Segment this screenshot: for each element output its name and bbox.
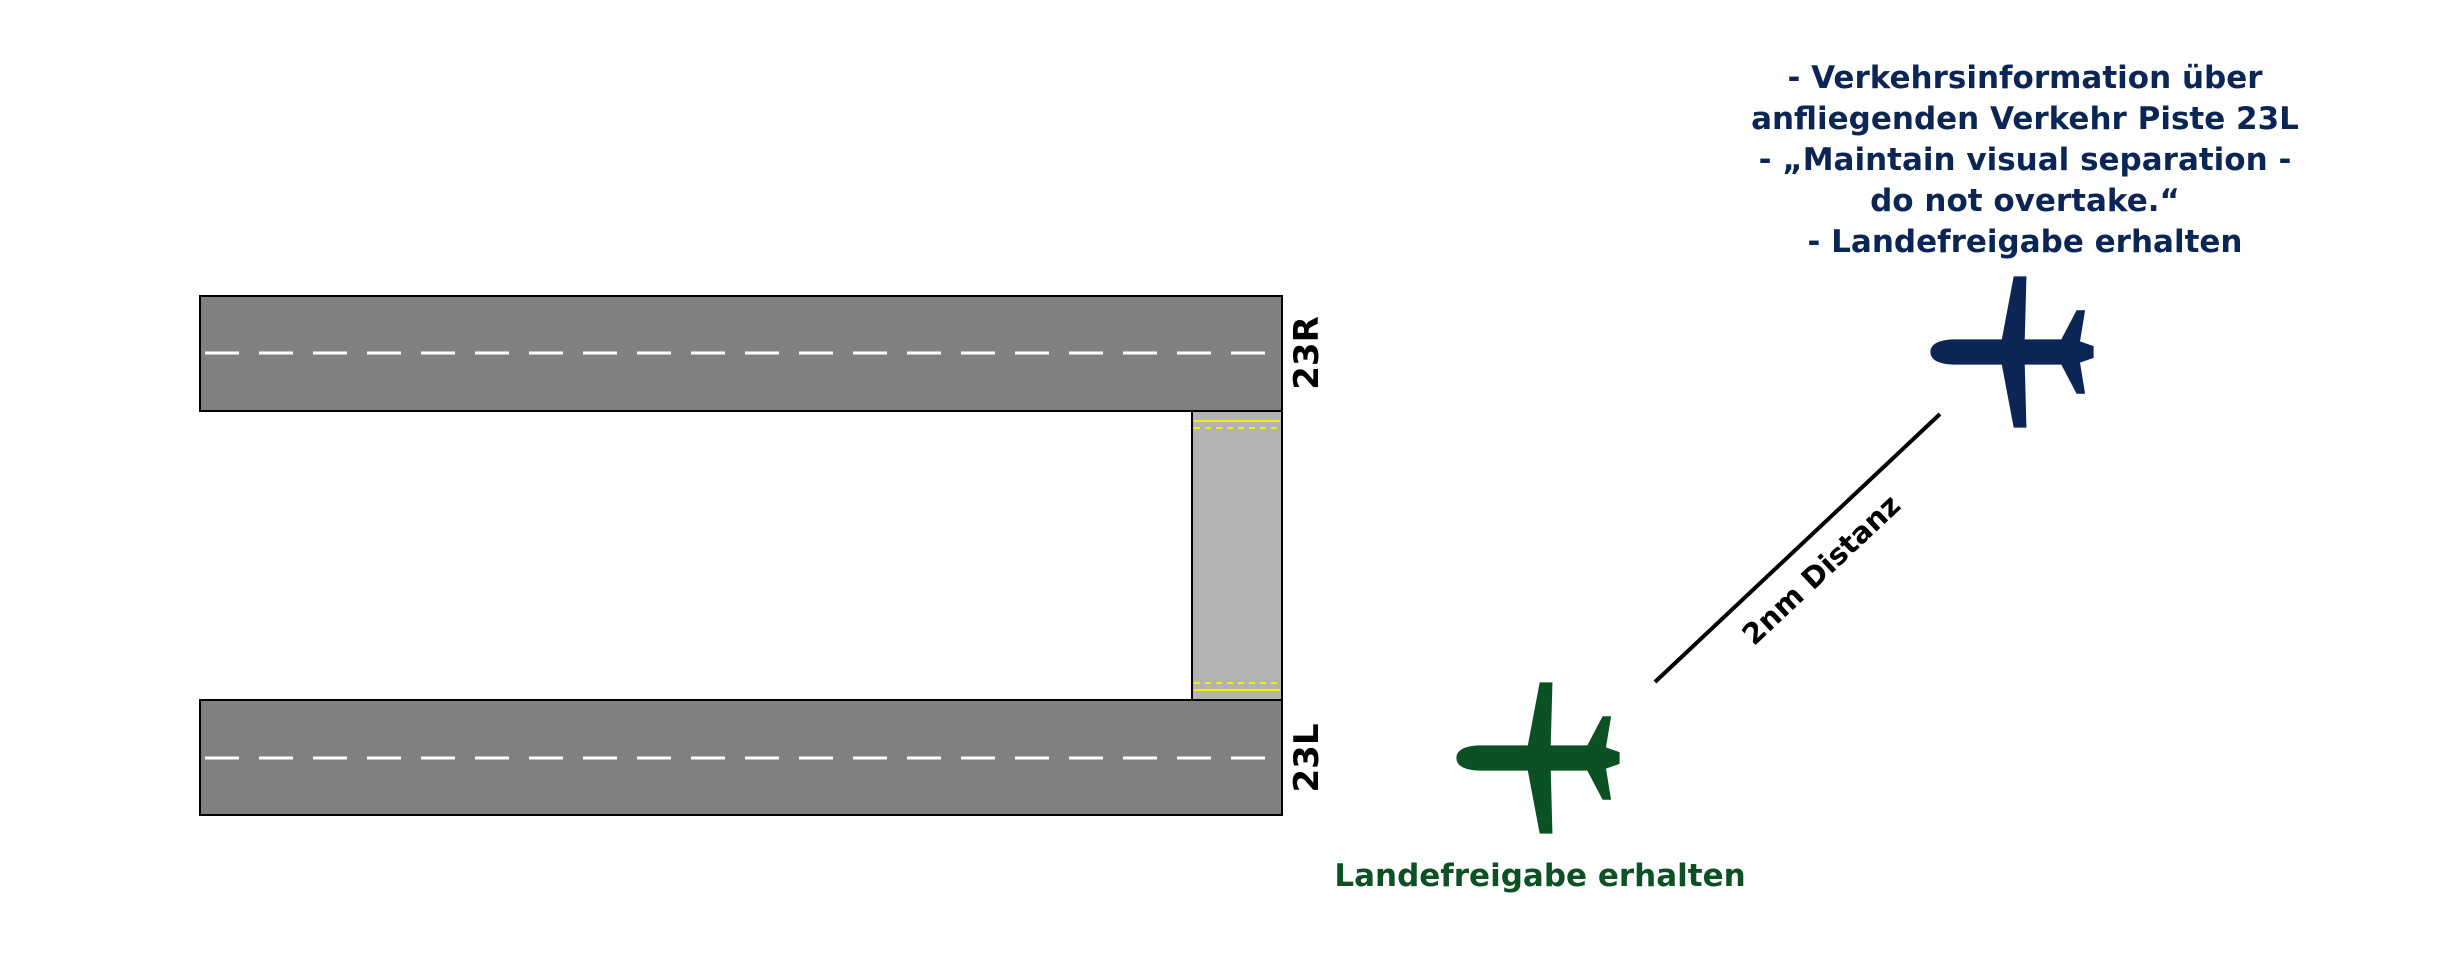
info-line: - Landefreigabe erhalten xyxy=(1807,224,2243,260)
distance-label: 2nm Distanz xyxy=(1735,488,1907,652)
runway-23r-surface xyxy=(199,295,1283,412)
runway-23r-label: 23R xyxy=(1287,316,1327,390)
distance-line xyxy=(1653,412,1942,684)
taxiway xyxy=(1191,410,1283,701)
info-line: - Verkehrsinformation über xyxy=(1787,60,2263,96)
info-line: - „Maintain visual separation - xyxy=(1758,142,2292,178)
runway-23l xyxy=(199,699,1283,816)
runway-23r xyxy=(199,295,1283,412)
info-line: do not overtake.“ xyxy=(1870,183,2180,219)
blue-aircraft xyxy=(1930,276,2094,428)
taxiway-surface xyxy=(1191,410,1283,701)
green-aircraft xyxy=(1456,682,1620,834)
runway-23l-label: 23L xyxy=(1287,724,1327,793)
blue-aircraft-info: - Verkehrsinformation über anfliegenden … xyxy=(1690,58,2360,263)
airplane-icon xyxy=(1930,276,2094,428)
info-line: anfliegenden Verkehr Piste 23L xyxy=(1751,101,2299,137)
airplane-icon xyxy=(1456,682,1620,834)
green-aircraft-label: Landefreigabe erhalten xyxy=(1334,858,1746,894)
runway-23l-surface xyxy=(199,699,1283,816)
